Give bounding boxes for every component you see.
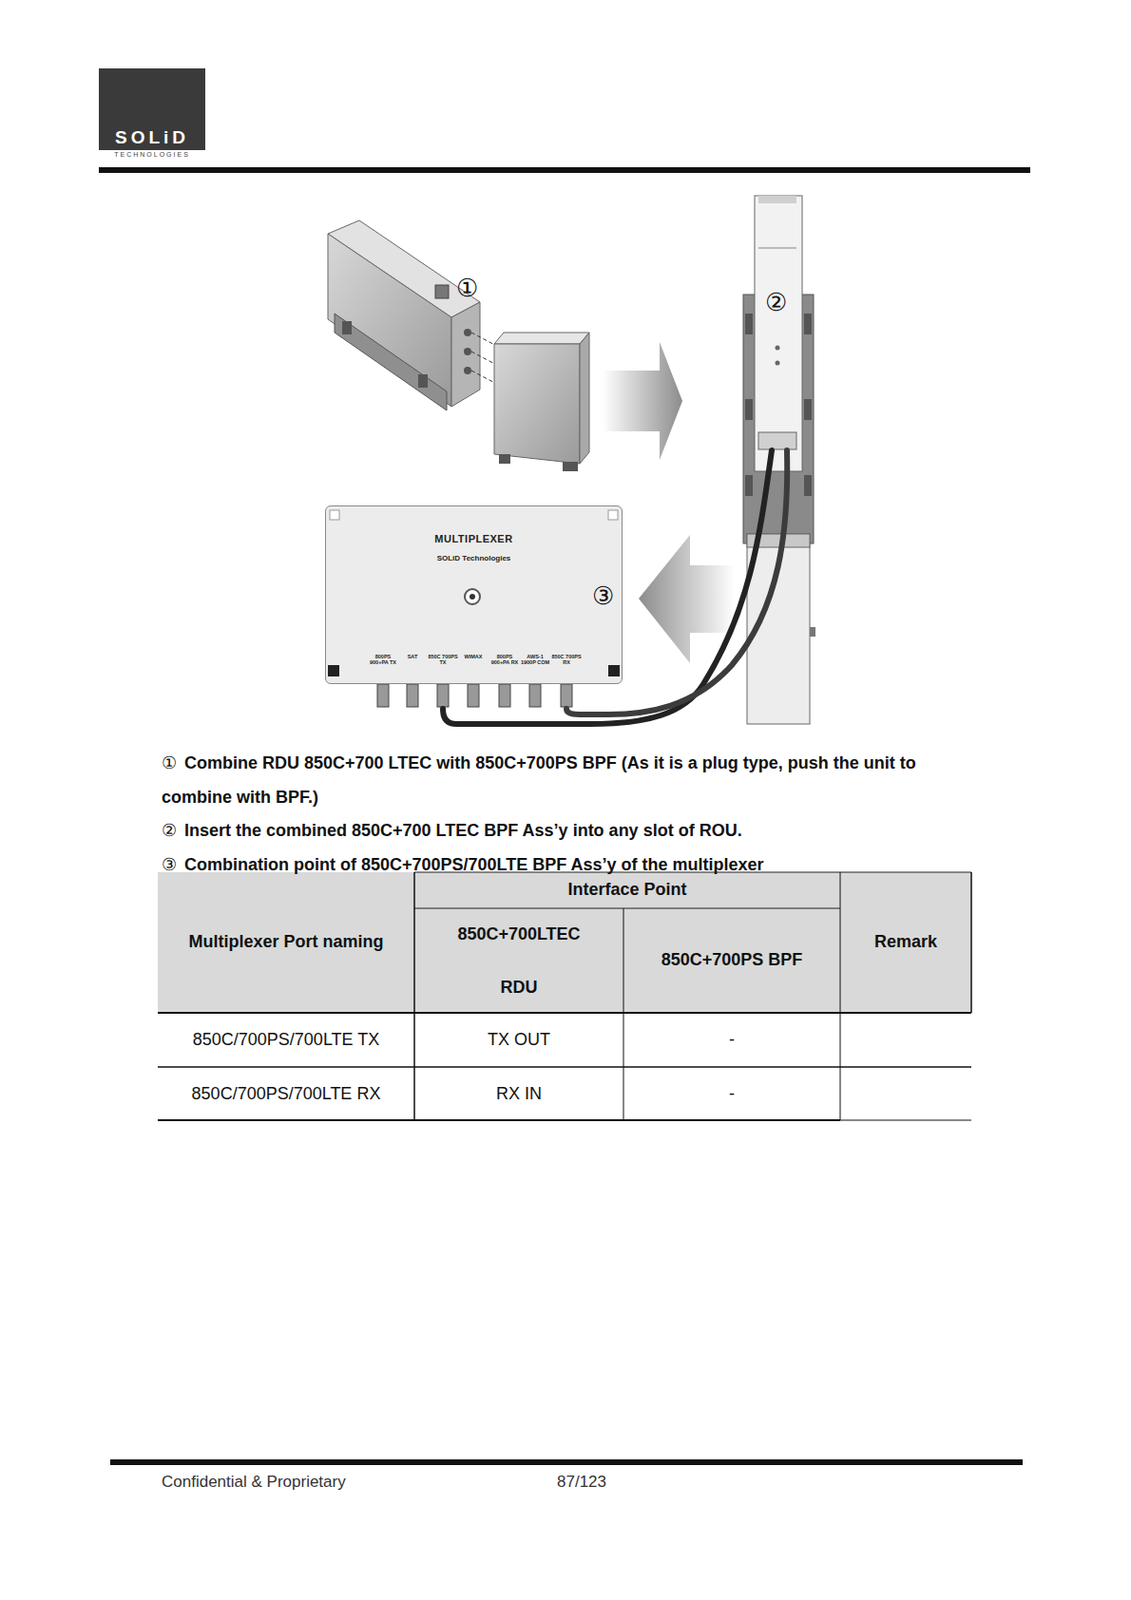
- table-grid: [157, 872, 972, 1121]
- port-name: WIMAX: [458, 653, 489, 675]
- port-name: SAT: [397, 653, 428, 675]
- footer-text: Confidential & Proprietary: [161, 1473, 447, 1496]
- table-cell: 850C/700PS/700LTE TX: [157, 1014, 415, 1068]
- device-name: MULTIPLEXER: [434, 533, 513, 545]
- step-number: ①: [161, 753, 177, 773]
- logo-text: SOLiD: [98, 127, 206, 151]
- port-name: 850C 700PS TX: [427, 653, 459, 675]
- logo-subtext: TECHNOLOGIES: [98, 151, 206, 161]
- footer-rule: [110, 1459, 1023, 1466]
- step-text: Combine RDU 850C+700 LTEC with 850C+700P…: [161, 753, 917, 807]
- callout-number: ③: [586, 581, 619, 613]
- move-arrow: [602, 342, 683, 461]
- step-line: ② Insert the combined 850C+700 LTEC BPF A…: [161, 813, 989, 848]
- callout-number: ②: [759, 287, 792, 319]
- connector-ports: [377, 684, 573, 708]
- step-text: Combination point of 850C+700PS/700LTE B…: [184, 855, 765, 875]
- step-text: Insert the combined 850C+700 LTEC BPF As…: [184, 821, 743, 841]
- step-number: ②: [161, 821, 177, 841]
- port-name: AWS-1 1900P COM: [519, 653, 551, 675]
- callout-number: ①: [450, 273, 483, 305]
- rf-cable: [442, 450, 787, 725]
- table-header: 850C+700LTEC: [414, 918, 624, 953]
- step-line: ③ Combination point of 850C+700PS/700LTE …: [161, 847, 989, 882]
- brand-name: SOLiD Technologies: [437, 554, 512, 563]
- port-name: 850C 700PS RX: [551, 653, 582, 675]
- table-cell: 850C/700PS/700LTE RX: [157, 1068, 415, 1121]
- multiplexer-plate: [325, 505, 623, 685]
- table-header: Interface Point: [414, 872, 841, 909]
- page-number: 87/123: [556, 1473, 652, 1496]
- table-header: 850C+700PS BPF: [623, 908, 841, 1014]
- table-header: Multiplexer Port naming: [157, 872, 415, 1014]
- port-name: 800PS 900+PA RX: [489, 653, 520, 675]
- table-cell: RX IN: [414, 1068, 624, 1121]
- step-number: ③: [161, 855, 177, 875]
- table-header: Remark: [840, 872, 972, 1014]
- header-rule: [98, 167, 1031, 173]
- move-arrow: [638, 535, 735, 664]
- rdu-unit: [327, 220, 480, 411]
- table-cell: -: [623, 1014, 841, 1068]
- table-header: RDU: [414, 971, 624, 1006]
- rou-unit: [743, 195, 816, 725]
- logo-block: [98, 68, 206, 151]
- port-name: 800PS 900+PA TX: [367, 653, 399, 675]
- table-cell: -: [623, 1068, 841, 1121]
- step-line: ①Combine RDU 850C+700 LTEC with 850C+700…: [161, 746, 989, 815]
- table-cell: TX OUT: [414, 1014, 624, 1068]
- bpf-unit: [494, 332, 590, 472]
